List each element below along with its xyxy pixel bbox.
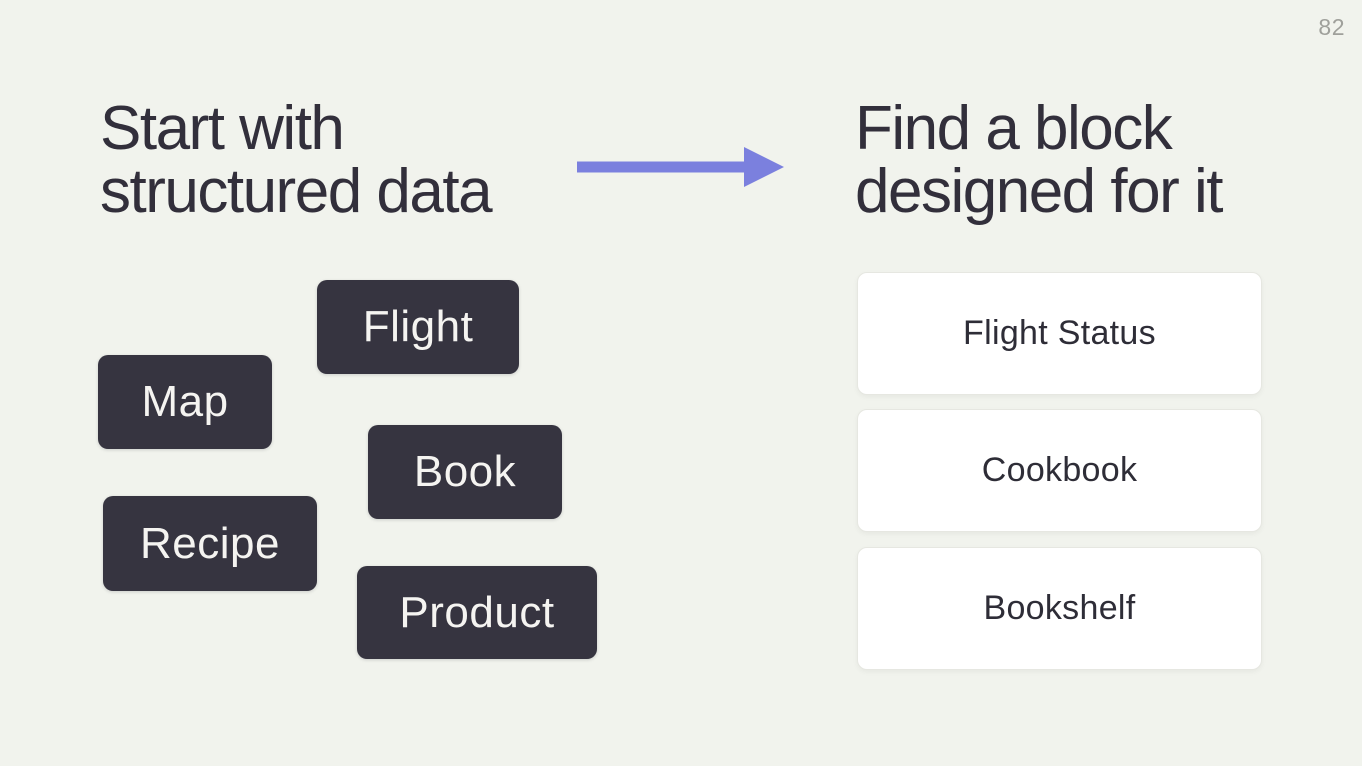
card-cookbook-label: Cookbook [981,451,1138,489]
left-heading-line2: structured data [100,157,493,226]
card-bookshelf-label: Bookshelf [983,589,1136,627]
left-heading-line1: Start with [100,94,345,163]
right-heading-line2: designed for it [855,157,1223,226]
right-arrow-icon [575,144,787,192]
tag-recipe: Recipe [103,496,317,591]
card-bookshelf: Bookshelf [857,547,1262,670]
right-heading: Find a block designed for it [855,94,1223,226]
tag-product-label: Product [399,587,555,637]
tag-map-label: Map [141,377,229,426]
card-flight-status: Flight Status [857,272,1262,395]
card-cookbook: Cookbook [857,409,1262,532]
tag-flight: Flight [317,280,519,374]
tag-map: Map [98,355,272,449]
right-heading-line1: Find a block [855,94,1173,163]
page-number: 82 [1318,14,1345,40]
tag-product: Product [357,566,597,659]
tag-book-label: Book [413,447,517,496]
tag-book: Book [368,425,562,519]
card-flight-status-label: Flight Status [963,314,1156,352]
tag-flight-label: Flight [362,302,474,351]
tag-recipe-label: Recipe [140,518,280,568]
right-arrow-shape [577,147,784,187]
left-heading: Start with structured data [100,94,493,226]
